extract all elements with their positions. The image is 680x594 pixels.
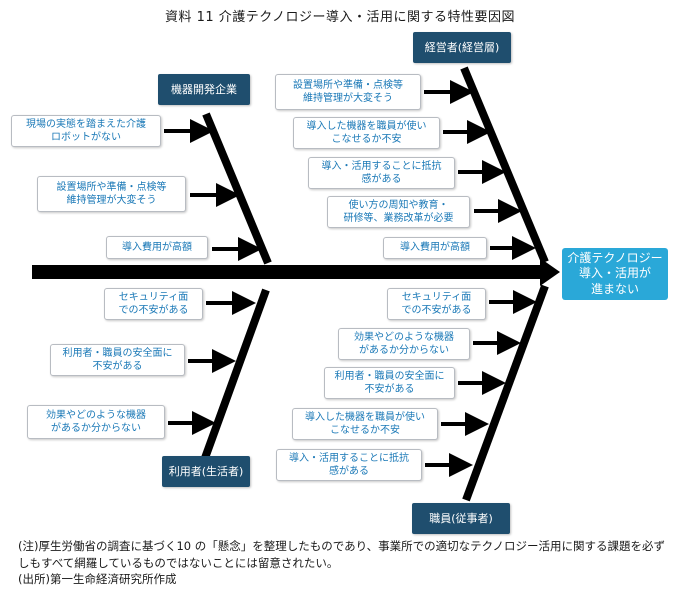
category-manager: 経営者(経営層)	[413, 32, 511, 63]
bone-manager	[460, 66, 549, 264]
note-text: (注)厚生労働省の調査に基づく10 の「懸念」を整理したものであり、事業所での適…	[18, 539, 665, 570]
cause-staff-1: セキュリティ面 での不安がある	[387, 288, 486, 320]
cause-staff-2: 効果やどのような機器 があるか分からない	[338, 328, 470, 360]
cause-staff-4: 導入した機器を職員が使い こなせるか不安	[292, 408, 438, 440]
cause-manager-3: 導入・活用することに抵抗 感がある	[308, 157, 455, 189]
footnotes: (注)厚生労働省の調査に基づく10 の「懸念」を整理したものであり、事業所での適…	[18, 538, 668, 588]
cause-staff-3: 利用者・職員の安全面に 不安がある	[324, 367, 455, 399]
cause-user-1: セキュリティ面 での不安がある	[104, 288, 203, 320]
category-user: 利用者(生活者)	[162, 456, 250, 487]
effect-box: 介護テクノロジー 導入・活用が 進まない	[562, 248, 668, 300]
cause-user-3: 効果やどのような機器 があるか分からない	[27, 405, 165, 439]
main-spine-arrow	[32, 258, 560, 286]
cause-manager-4: 使い方の周知や教育・ 研修等、業務改革が必要	[327, 196, 470, 228]
cause-staff-5: 導入・活用することに抵抗 感がある	[276, 449, 422, 481]
source-text: (出所)第一生命経済研究所作成	[18, 572, 177, 587]
cause-user-2: 利用者・職員の安全面に 不安がある	[50, 344, 185, 376]
bone-user	[201, 288, 270, 460]
cause-developer-2: 設置場所や準備・点検等 維持管理が大変そう	[37, 176, 186, 212]
bone-developer	[202, 112, 272, 265]
cause-developer-1: 現場の実態を踏まえた介護 ロボットがない	[11, 115, 161, 147]
category-staff: 職員(従事者)	[412, 503, 510, 534]
figure-title: 資料 11 介護テクノロジー導入・活用に関する特性要因図	[164, 10, 516, 25]
cause-manager-2: 導入した機器を職員が使い こなせるか不安	[293, 117, 440, 149]
cause-manager-5: 導入費用が高額	[383, 237, 487, 259]
cause-manager-1: 設置場所や準備・点検等 維持管理が大変そう	[275, 74, 421, 110]
cause-developer-3: 導入費用が高額	[106, 236, 208, 259]
category-developer: 機器開発企業	[158, 74, 250, 105]
